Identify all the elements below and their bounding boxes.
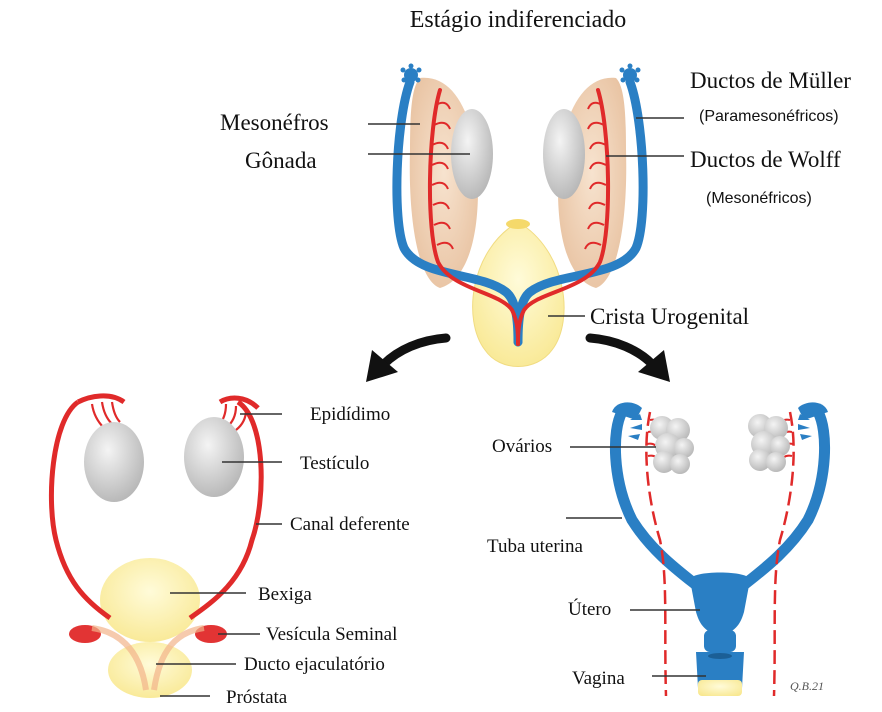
vagina-bottom: [698, 680, 742, 696]
indifferent-stage: Mesonéfros Gônada Ductos de Müller (Para…: [220, 64, 851, 367]
ovary-right: [748, 414, 790, 472]
testis-right: [184, 417, 244, 497]
label-tuba: Tuba uterina: [487, 536, 583, 557]
label-ducto: Ducto ejaculatório: [244, 654, 385, 675]
label-muller-title: Ductos de Müller: [690, 68, 851, 93]
epididymis-left: [78, 396, 124, 402]
label-crista: Crista Urogenital: [590, 304, 749, 329]
female-development: Ovários Tuba uterina Útero Vagina Q.B.21: [487, 402, 828, 696]
label-mesonefros: Mesonéfros: [220, 110, 329, 135]
artist-signature: Q.B.21: [790, 679, 824, 693]
ovary-left: [650, 416, 694, 474]
label-vagina: Vagina: [572, 668, 625, 689]
fimbria-left-icon: [401, 64, 422, 83]
male-development: Epidídimo Testículo Canal deferente Bexi…: [51, 396, 409, 708]
label-epididimo: Epidídimo: [310, 404, 390, 425]
label-muller-sub: (Paramesonéfricos): [699, 108, 839, 125]
diagram-title: Estágio indiferenciado: [410, 7, 627, 33]
bladder: [100, 558, 200, 642]
label-vesicula: Vesícula Seminal: [266, 624, 397, 645]
label-bexiga: Bexiga: [258, 584, 312, 605]
label-prostata: Próstata: [226, 687, 288, 708]
label-testiculo: Testículo: [300, 453, 369, 474]
testis-left: [84, 422, 144, 502]
label-gonada: Gônada: [245, 148, 317, 173]
label-wolff-sub: (Mesonéfricos): [706, 190, 812, 207]
ridge-top: [506, 219, 530, 229]
prostate: [108, 642, 192, 698]
uterus: [690, 573, 750, 637]
label-ovarios: Ovários: [492, 436, 552, 457]
label-wolff-title: Ductos de Wolff: [690, 147, 841, 172]
label-utero: Útero: [568, 598, 611, 620]
cervix: [704, 630, 736, 652]
arrow-right-icon: [590, 338, 670, 382]
cervix-os: [708, 653, 732, 659]
arrow-left-icon: [366, 338, 446, 382]
gonad-right: [543, 109, 585, 199]
fimbria-right-icon: [620, 64, 641, 83]
label-canal: Canal deferente: [290, 514, 410, 535]
